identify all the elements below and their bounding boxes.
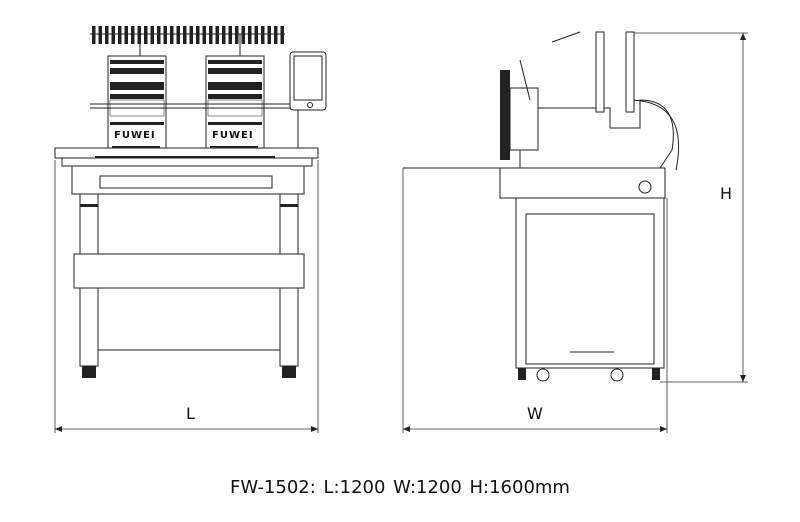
thread-spool — [222, 26, 226, 44]
thread-spool — [248, 26, 252, 44]
thread-spool — [189, 26, 193, 44]
control-panel-screen — [289, 51, 327, 150]
width-label: W — [527, 404, 543, 423]
thread-stand — [90, 26, 285, 56]
dimension-length: L — [54, 160, 319, 433]
thread-spool — [118, 26, 122, 44]
embroidery-head-left: FUWEI — [107, 55, 167, 157]
thread-spool — [267, 26, 271, 44]
thread-spool — [137, 26, 141, 44]
thread-spool — [124, 26, 128, 44]
thread-spool — [111, 26, 115, 44]
thread-spool — [228, 26, 232, 44]
thread-spool — [196, 26, 200, 44]
thread-spool — [131, 26, 135, 44]
front-view: FUWEI FUWEI — [54, 26, 327, 378]
thread-spool — [92, 26, 96, 44]
thread-spool — [261, 26, 265, 44]
model-dimensions-caption: FW-1502: L:1200 W:1200 H:1600mm — [230, 477, 570, 498]
thread-spool — [105, 26, 109, 44]
thread-spool — [98, 26, 102, 44]
brand-logo-left: FUWEI — [114, 130, 156, 141]
thread-spool — [241, 26, 245, 44]
thread-spool — [157, 26, 161, 44]
dimension-width: W — [402, 168, 668, 433]
thread-spool — [215, 26, 219, 44]
thread-spool — [170, 26, 174, 44]
thread-spool — [163, 26, 167, 44]
thread-spool — [235, 26, 239, 44]
thread-spool — [144, 26, 148, 44]
thread-spool — [202, 26, 206, 44]
thread-spool — [280, 26, 284, 44]
length-label: L — [186, 404, 195, 423]
height-label: H — [720, 184, 732, 203]
dimension-height: H — [634, 32, 748, 383]
thread-spool — [209, 26, 213, 44]
thread-spool — [150, 26, 154, 44]
embroidery-head-right: FUWEI — [205, 55, 265, 157]
thread-spool — [254, 26, 258, 44]
thread-spool — [183, 26, 187, 44]
side-view — [403, 31, 680, 382]
brand-logo-right: FUWEI — [212, 130, 254, 141]
thread-spool — [274, 26, 278, 44]
thread-spool — [176, 26, 180, 44]
